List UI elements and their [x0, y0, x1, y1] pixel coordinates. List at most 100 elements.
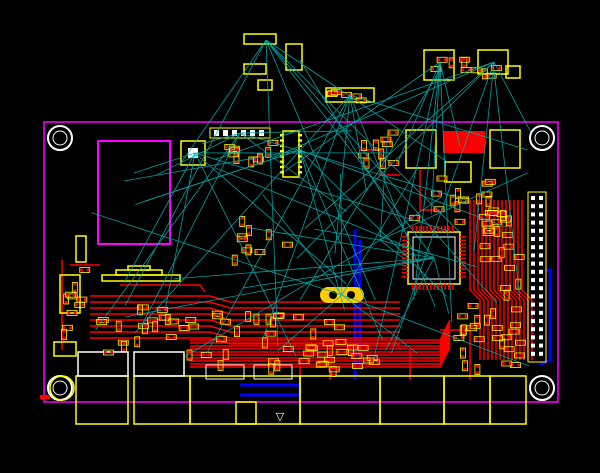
smd-component[interactable]	[96, 319, 108, 325]
smd-component[interactable]	[79, 267, 91, 273]
smd-component[interactable]	[65, 291, 77, 298]
smd-component[interactable]	[156, 306, 168, 313]
smd-component[interactable]	[265, 229, 272, 241]
smd-component[interactable]	[449, 194, 456, 206]
smd-component[interactable]	[256, 153, 263, 165]
smd-component[interactable]	[265, 330, 277, 337]
smd-component[interactable]	[185, 317, 197, 323]
smd-component[interactable]	[164, 314, 171, 325]
smd-component[interactable]	[121, 340, 127, 352]
smd-component[interactable]	[158, 314, 170, 321]
smd-component[interactable]	[455, 188, 461, 199]
smd-component[interactable]	[500, 285, 511, 291]
smd-component[interactable]	[459, 56, 471, 63]
smd-component[interactable]	[281, 241, 293, 248]
smd-component[interactable]	[508, 328, 520, 335]
smd-component[interactable]	[490, 255, 502, 262]
smd-component[interactable]	[479, 243, 491, 250]
smd-component[interactable]	[467, 302, 479, 309]
smd-component[interactable]	[222, 349, 229, 360]
smd-component[interactable]	[483, 227, 495, 234]
smd-component[interactable]	[485, 195, 492, 207]
smd-component[interactable]	[372, 139, 379, 151]
smd-component[interactable]	[510, 362, 521, 368]
smd-component[interactable]	[334, 324, 345, 331]
smd-component[interactable]	[215, 336, 227, 343]
smd-component[interactable]	[481, 220, 493, 227]
smd-component[interactable]	[335, 339, 347, 345]
mounting-hole[interactable]	[47, 125, 73, 151]
smd-component[interactable]	[511, 306, 522, 313]
smd-component[interactable]	[310, 328, 317, 340]
smd-component[interactable]	[236, 236, 248, 243]
smd-component[interactable]	[368, 359, 380, 366]
smd-component[interactable]	[378, 148, 385, 160]
smd-component[interactable]	[63, 293, 70, 305]
bottom-connector-row[interactable]	[75, 375, 527, 425]
smd-component[interactable]	[513, 253, 525, 260]
smd-component[interactable]	[336, 349, 348, 355]
smd-component[interactable]	[165, 334, 177, 340]
smd-component[interactable]	[387, 129, 399, 136]
smd-component[interactable]	[317, 351, 328, 358]
smd-component[interactable]	[152, 321, 159, 333]
smd-component[interactable]	[303, 350, 315, 357]
smd-component[interactable]	[234, 326, 240, 337]
jack-footprint[interactable]	[77, 351, 185, 377]
copper-pour[interactable]	[40, 395, 50, 399]
smd-component[interactable]	[178, 325, 190, 331]
offboard-cluster-mid[interactable]	[325, 87, 375, 103]
smd-component[interactable]	[487, 210, 498, 217]
smd-component[interactable]	[315, 361, 327, 368]
smd-component[interactable]	[261, 337, 268, 349]
smd-component[interactable]	[484, 314, 490, 326]
smd-component[interactable]	[188, 323, 200, 330]
smd-component[interactable]	[61, 324, 73, 331]
smd-component[interactable]	[504, 264, 515, 271]
smd-component[interactable]	[501, 360, 513, 367]
smd-component[interactable]	[103, 349, 114, 356]
smd-component[interactable]	[380, 136, 392, 143]
smd-component[interactable]	[490, 308, 497, 320]
smd-component[interactable]	[479, 256, 491, 263]
offboard-cluster-top-left[interactable]	[243, 33, 303, 91]
smd-component[interactable]	[454, 201, 461, 213]
smd-component[interactable]	[484, 178, 496, 185]
smd-component[interactable]	[305, 344, 317, 351]
smd-components[interactable]	[61, 56, 526, 377]
smd-component[interactable]	[324, 356, 336, 363]
mounting-hole[interactable]	[529, 125, 555, 151]
smd-component[interactable]	[510, 322, 522, 329]
smd-component[interactable]	[448, 57, 455, 69]
smd-component[interactable]	[348, 345, 354, 356]
smd-component[interactable]	[346, 344, 358, 351]
smd-component[interactable]	[76, 296, 88, 303]
smd-component[interactable]	[252, 156, 264, 163]
smd-component[interactable]	[253, 313, 260, 325]
smd-component[interactable]	[293, 314, 305, 321]
smd-component[interactable]	[514, 352, 525, 359]
smd-component[interactable]	[500, 210, 506, 221]
smd-component[interactable]	[228, 145, 240, 152]
smd-component[interactable]	[492, 335, 503, 342]
smd-component[interactable]	[388, 159, 400, 166]
copper-pour[interactable]	[443, 131, 485, 153]
mounting-hole[interactable]	[529, 375, 555, 401]
smd-component[interactable]	[115, 320, 122, 332]
smd-component[interactable]	[322, 340, 334, 347]
smd-component[interactable]	[239, 216, 246, 227]
smd-component[interactable]	[200, 351, 212, 358]
smd-component[interactable]	[298, 358, 310, 365]
smd-component[interactable]	[515, 339, 526, 346]
smd-component[interactable]	[217, 359, 224, 371]
buzzer[interactable]	[49, 375, 75, 401]
header-j-middle[interactable]	[205, 364, 293, 380]
header-j-right[interactable]	[527, 191, 547, 363]
smd-component[interactable]	[494, 226, 501, 238]
smd-component[interactable]	[474, 364, 481, 375]
smd-component[interactable]	[282, 346, 294, 352]
smd-component[interactable]	[454, 218, 466, 225]
smd-component[interactable]	[473, 336, 485, 343]
smd-component[interactable]	[212, 313, 223, 320]
